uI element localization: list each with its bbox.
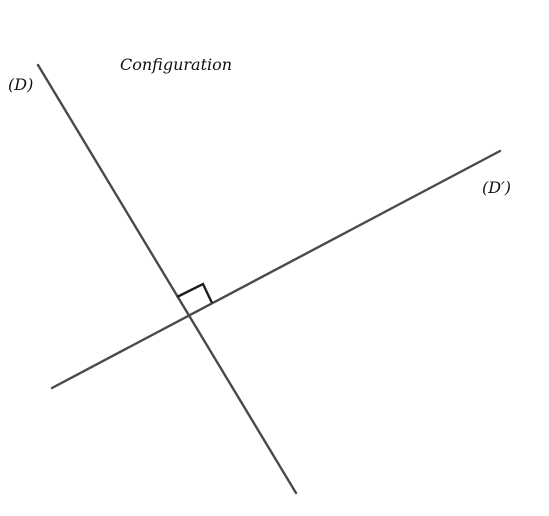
line-d (36, 63, 298, 495)
diagram-title: Configuration (120, 55, 232, 74)
line-d-label: (D) (8, 75, 33, 94)
line-d-prime (50, 149, 502, 390)
line-d-prime-label: (D′) (482, 178, 511, 197)
right-angle-marker (176, 282, 214, 304)
